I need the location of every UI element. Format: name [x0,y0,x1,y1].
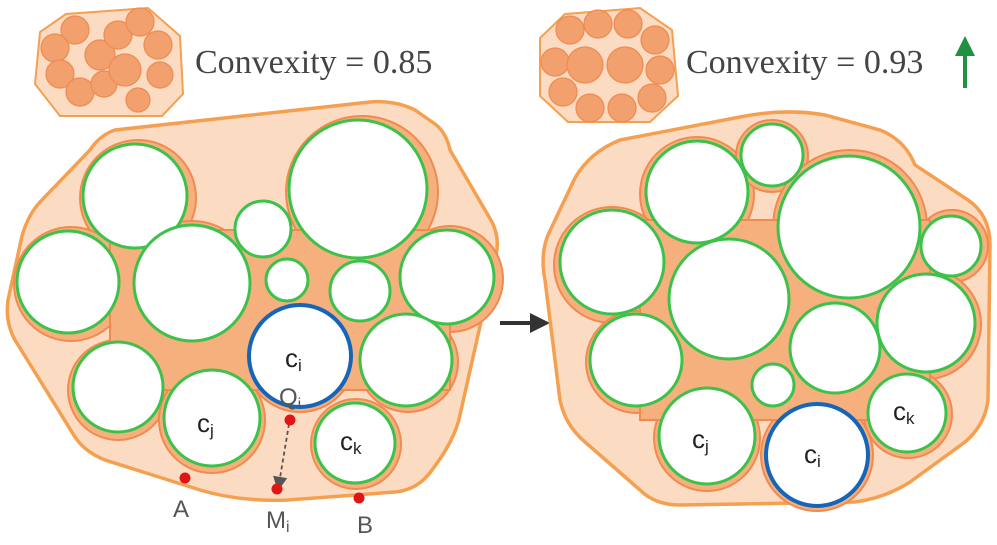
point-Q [284,414,296,426]
left-circle-6 [264,257,310,303]
svg-text:cj: cj [197,408,214,440]
left-circle-3 [233,199,293,259]
right-circle-7 [875,272,977,374]
left-circle-5 [132,223,252,343]
point-M-sub: i [286,519,290,536]
right-label-ck-sub: k [906,409,915,428]
right-circle-9 [788,301,882,395]
right-label-ck: c [893,396,906,426]
point-B [353,492,365,504]
right-label-ci-sub: i [817,452,821,471]
right-circle-1 [644,139,750,245]
left-circle-ck [313,401,397,485]
right-label-cj: c [692,424,705,454]
left-convexity-label: Convexity = 0.85 [195,44,432,81]
point-A-label: A [173,496,189,523]
right-thumbnail-blob [540,9,675,123]
right-circle-cj [657,386,757,486]
right-circle-5 [667,237,791,361]
arrow-right-icon [500,313,550,333]
svg-text:ci: ci [804,439,821,471]
svg-text:ck: ck [340,426,362,458]
left-circle-2 [287,118,429,260]
left-circle-1 [81,142,189,250]
left-label-ck-sub: k [353,439,362,458]
left-label-ck: c [340,426,353,456]
right-label-cj-sub: j [704,437,709,456]
point-B-label: B [357,512,373,539]
svg-text:ci: ci [285,343,302,375]
point-A [179,472,191,484]
svg-text:Qi: Qi [279,384,301,413]
left-label-cj-sub: j [209,421,214,440]
right-circle-2 [739,122,805,188]
point-M-label: M [266,507,286,534]
left-label-ci-sub: i [298,356,302,375]
right-thumbnail [539,6,680,123]
svg-text:ck: ck [893,396,915,428]
left-label-cj: c [197,408,210,438]
right-circle-8 [588,312,684,408]
left-circle-4 [15,229,121,335]
left-packing: ci cj ck A Mi B Qi [5,99,504,539]
right-circle-ci [764,402,870,508]
projection-arrow [273,423,290,492]
right-convexity-label: Convexity = 0.93 [686,44,923,81]
left-circle-10 [358,312,454,408]
point-M [271,483,283,495]
right-circle-10 [750,362,796,408]
left-circle-9 [71,340,165,434]
svg-text:Mi: Mi [266,507,290,536]
point-Q-label: Q [279,384,298,411]
svg-text:cj: cj [692,424,709,456]
left-thumbnail-blob [40,7,174,113]
right-label-ci: c [804,439,817,469]
left-circle-cj [162,368,262,468]
right-circle-3 [776,154,922,300]
left-circle-ci [247,303,353,409]
arrow-up-icon [955,36,975,88]
left-label-ci: c [285,343,298,373]
right-circle-4 [558,208,666,316]
left-circle-8 [398,228,496,326]
point-Q-sub: i [298,396,302,413]
right-packing: cj ci ck [541,110,992,512]
left-circle-7 [328,259,392,323]
right-circle-6 [919,214,983,278]
left-thumbnail [33,6,185,117]
right-circle-ck [866,372,948,454]
